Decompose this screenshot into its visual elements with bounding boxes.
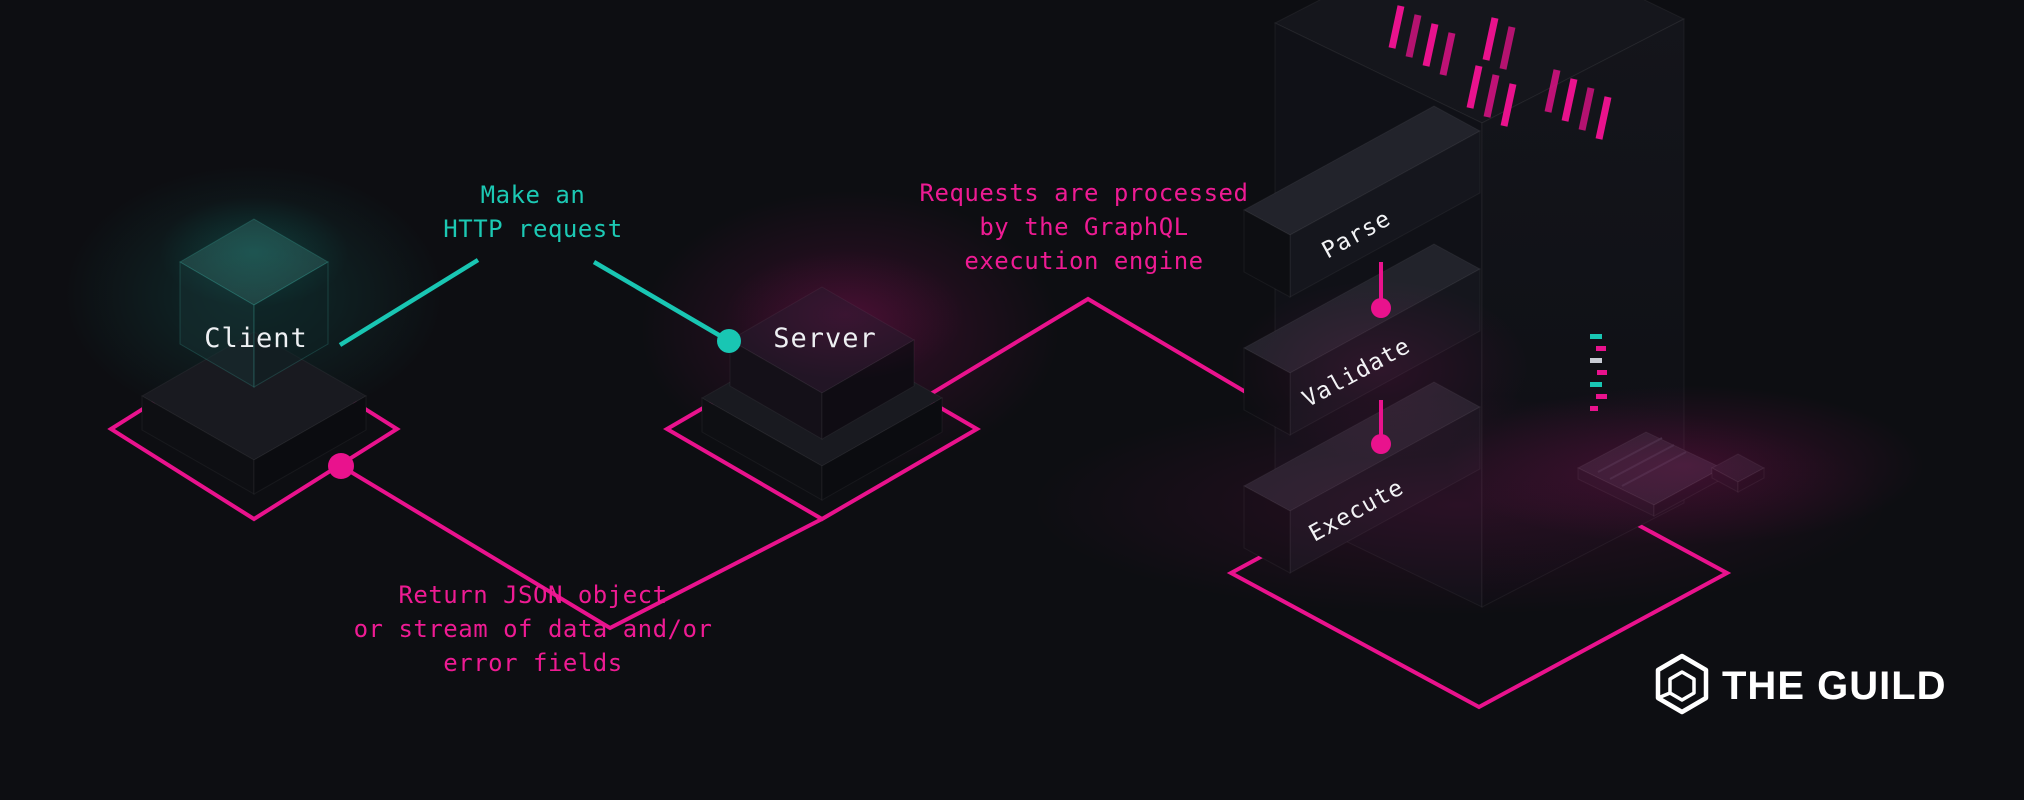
response-annotation-line-3: error fields bbox=[443, 649, 622, 677]
step-parse bbox=[1242, 105, 1482, 298]
request-line-group bbox=[338, 258, 731, 347]
response-connector-line bbox=[339, 464, 823, 631]
client-cube-sheen bbox=[159, 197, 349, 307]
brand-logo-text: THE GUILD bbox=[1722, 664, 1947, 708]
request-annotation: Make an HTTP request bbox=[443, 181, 622, 243]
response-origin-dot bbox=[328, 453, 354, 479]
tower-barcode-marks bbox=[1388, 5, 1612, 140]
server-platform-right-face bbox=[821, 397, 943, 501]
request-annotation-line-1: Make an bbox=[481, 181, 586, 209]
processing-annotation: Requests are processed by the GraphQL ex… bbox=[920, 179, 1249, 275]
client-node bbox=[140, 197, 368, 495]
server-node bbox=[700, 250, 965, 501]
processing-annotation-line-2: by the GraphQL bbox=[979, 213, 1188, 241]
request-endpoint-dot bbox=[717, 329, 741, 353]
request-line-right bbox=[592, 260, 731, 343]
step-parse-left-face bbox=[1243, 209, 1291, 298]
processing-annotation-line-3: execution engine bbox=[964, 247, 1203, 275]
request-annotation-line-2: HTTP request bbox=[443, 215, 622, 243]
guild-logo-icon bbox=[1655, 653, 1709, 715]
client-platform-right-face bbox=[253, 395, 367, 495]
response-annotation-line-1: Return JSON object bbox=[398, 581, 667, 609]
response-annotation: Return JSON object or stream of data and… bbox=[354, 581, 713, 677]
server-label: Server bbox=[773, 323, 877, 354]
processing-annotation-line-1: Requests are processed bbox=[920, 179, 1249, 207]
client-label: Client bbox=[204, 323, 308, 354]
beam-glow-steps bbox=[1230, 280, 1530, 460]
response-annotation-line-2: or stream of data and/or bbox=[354, 615, 713, 643]
request-line-left bbox=[338, 258, 480, 347]
server-box-sheen bbox=[725, 250, 965, 380]
brand-logo: THE GUILD bbox=[1655, 653, 1947, 715]
beam-glow-right bbox=[1445, 385, 1925, 545]
